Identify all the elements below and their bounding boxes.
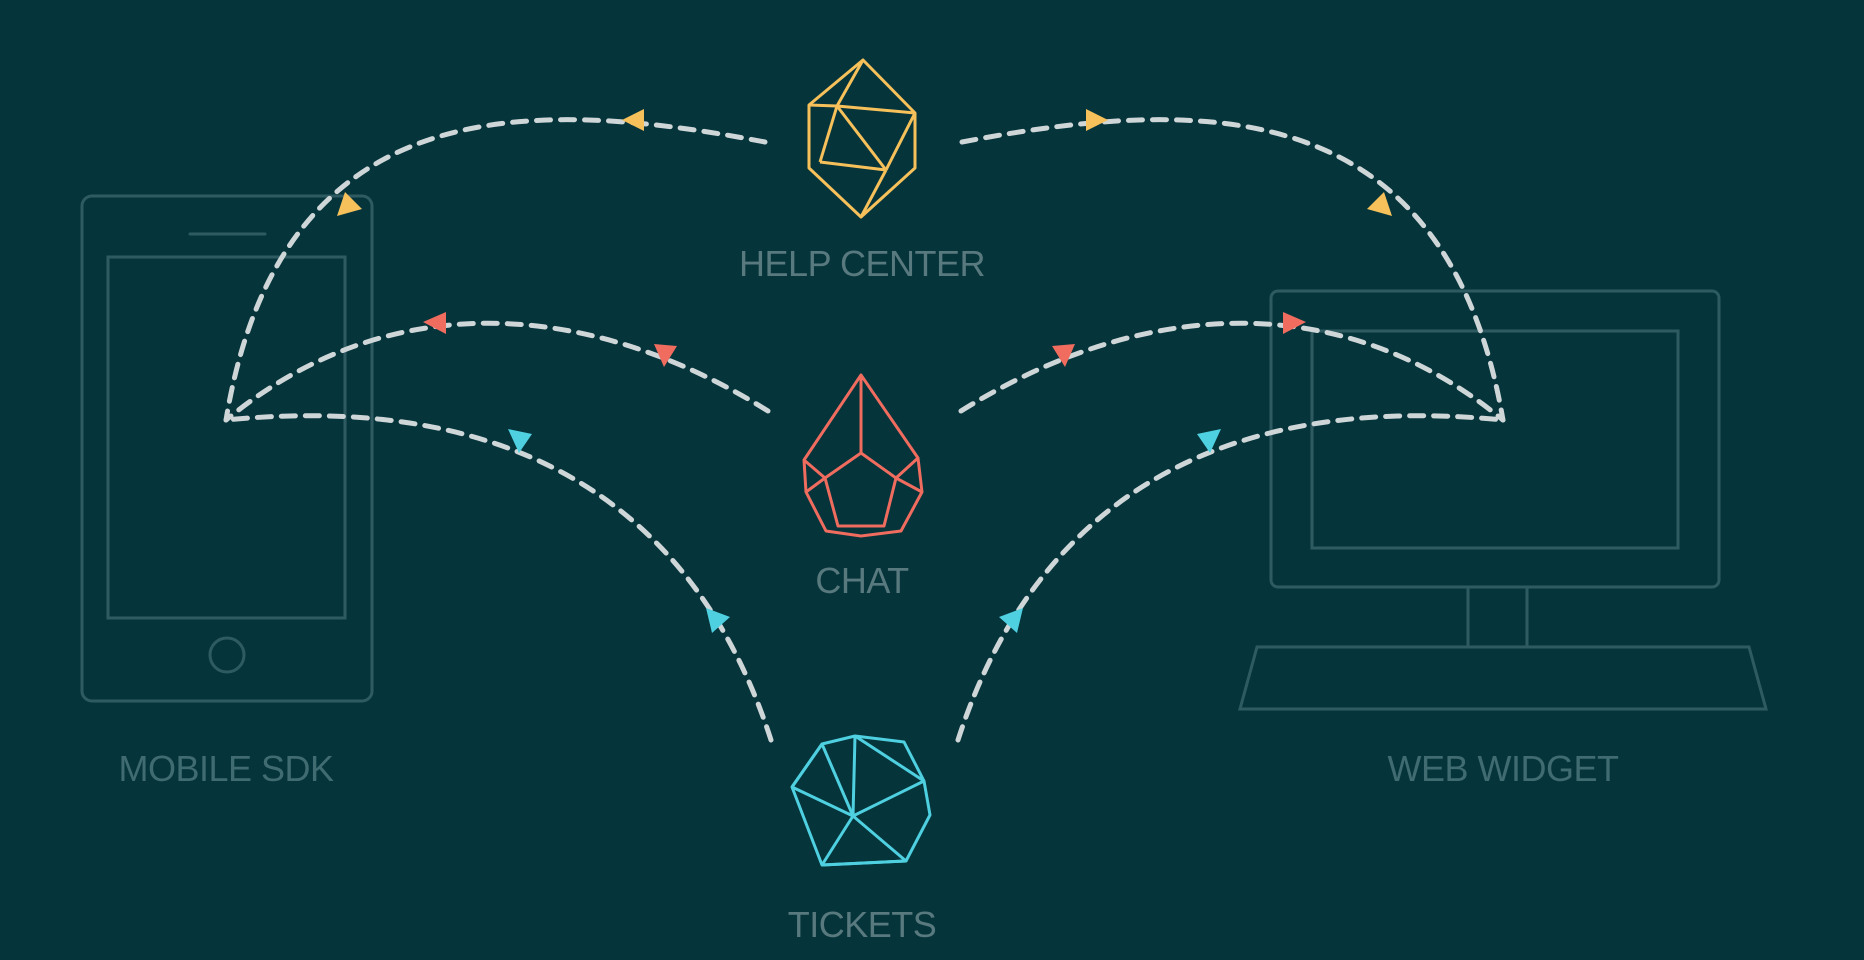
arrow-down-left-icon [337, 192, 362, 216]
connector-help-center-to-mobile-sdk [223, 117, 768, 423]
arrow-up-right-icon [1197, 429, 1221, 453]
arrow-up-left-icon [508, 429, 532, 453]
connector-tickets-to-mobile-sdk [223, 413, 774, 743]
arrow-left-icon [622, 109, 644, 131]
arrow-right-icon [1086, 109, 1108, 131]
web-widget-label: WEB WIDGET [1387, 748, 1620, 789]
arrowheads [337, 109, 1392, 633]
chat-label: CHAT [815, 560, 909, 601]
arrow-up-right-icon [999, 608, 1023, 633]
smartphone-outline-icon [80, 194, 374, 703]
help-center-label: HELP CENTER [739, 243, 985, 284]
connector-chat-to-web-widget [958, 320, 1506, 423]
arrow-down-right-icon [1367, 192, 1392, 216]
arrow-up-left-icon [654, 344, 677, 367]
hexagonal-gem-icon [807, 58, 917, 219]
arrow-up-left-icon [706, 608, 730, 633]
mobile-sdk-label: MOBILE SDK [118, 748, 334, 789]
desktop-monitor-outline-icon [1238, 289, 1768, 711]
connectors [223, 117, 1506, 743]
drop-gem-icon [802, 373, 924, 538]
connector-help-center-to-web-widget [959, 117, 1506, 423]
arrow-left-icon [423, 312, 446, 334]
arrow-up-right-icon [1052, 344, 1075, 367]
arrow-right-icon [1283, 312, 1306, 334]
connector-tickets-to-web-widget [955, 413, 1506, 743]
round-gem-icon [790, 734, 932, 867]
tickets-label: TICKETS [787, 904, 937, 945]
connector-chat-to-mobile-sdk [223, 320, 771, 423]
